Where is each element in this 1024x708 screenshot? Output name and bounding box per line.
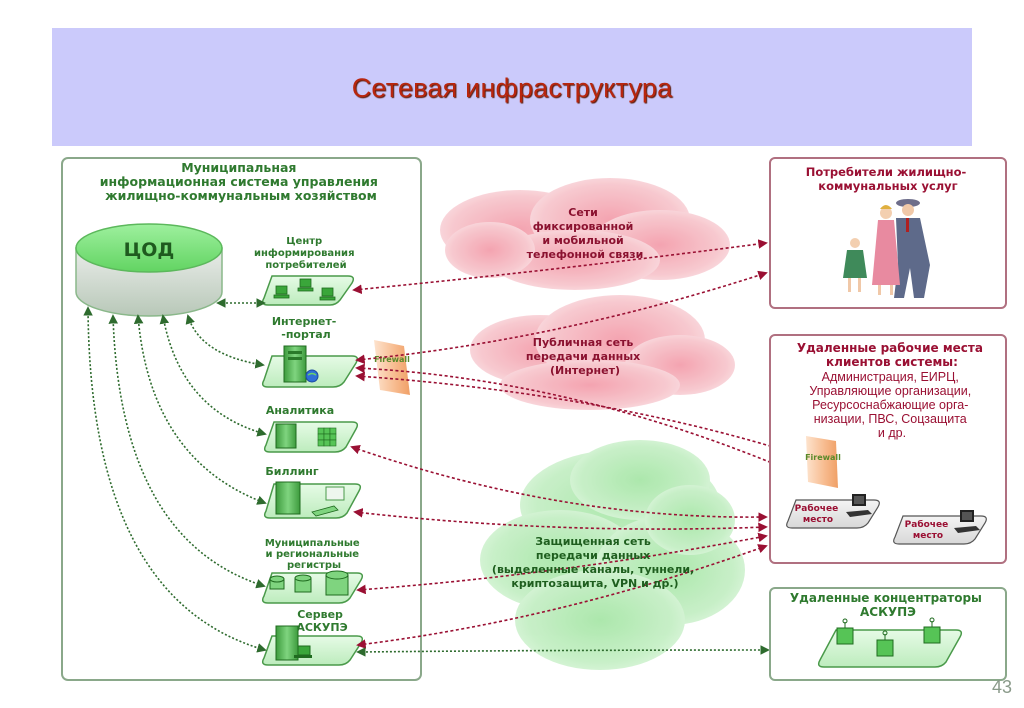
concentrator-icon[interactable]	[836, 618, 854, 645]
remote-workplaces-title: Удаленные рабочие места клиентов системы…	[797, 341, 987, 369]
info-center-label: Центр информирования потребителей	[254, 236, 358, 271]
computers-icon	[273, 278, 336, 301]
remote-workplaces-clients: Администрация, ЕИРЦ, Управляющие организ…	[809, 370, 974, 440]
analytics-label: Аналитика	[266, 404, 334, 417]
public-network-label: Публичная сеть передачи данных (Интернет…	[526, 336, 644, 377]
datacenter-label: ЦОД	[124, 239, 175, 261]
phone-network-label: Сети фиксированной и мобильной телефонно…	[527, 206, 644, 261]
workstation-icon	[954, 510, 980, 533]
datacenter-cylinder: ЦОД	[75, 223, 223, 317]
title-band: Сетевая инфраструктура	[52, 28, 972, 146]
billing-label: Биллинг	[265, 465, 319, 478]
workstation-icon	[846, 494, 872, 517]
workplace-2[interactable]: Рабочее место	[893, 510, 987, 545]
secure-network-label: Защищенная сеть передачи данных (выделен…	[492, 535, 698, 590]
server-laptop-icon	[275, 625, 312, 661]
firewall-right: Firewall	[805, 436, 841, 488]
workplace-1[interactable]: Рабочее место	[786, 494, 880, 529]
server-cube-icon	[275, 423, 337, 449]
svg-text:Рабочее место: Рабочее место	[905, 519, 952, 541]
family-illustration-icon	[843, 199, 930, 298]
internet-portal-label: Интернет- -портал	[272, 315, 340, 341]
registers-label: Муниципальные и региональные регистры	[265, 538, 363, 571]
municipal-system-title: Муниципальная информационная система упр…	[100, 160, 382, 203]
concentrator-icon[interactable]	[923, 617, 941, 644]
server-terminal-icon	[275, 481, 345, 517]
concentrators-title: Удаленные концентраторы АСКУПЭ	[790, 591, 986, 619]
concentrator-icon[interactable]	[876, 630, 894, 657]
consumers-title: Потребители жилищно- коммунальных услуг	[806, 165, 971, 193]
slide-title: Сетевая инфраструктура	[351, 73, 673, 103]
databases-icon	[269, 570, 349, 596]
server-globe-icon	[283, 345, 319, 383]
svg-text:Firewall: Firewall	[805, 453, 841, 462]
page-number: 43	[991, 677, 1012, 697]
askupe-server-label: Сервер АСКУПЭ	[296, 608, 347, 634]
concentrator-devices	[836, 617, 941, 657]
datacenter-links	[83, 298, 267, 653]
svg-text:Рабочее место: Рабочее место	[795, 503, 842, 525]
